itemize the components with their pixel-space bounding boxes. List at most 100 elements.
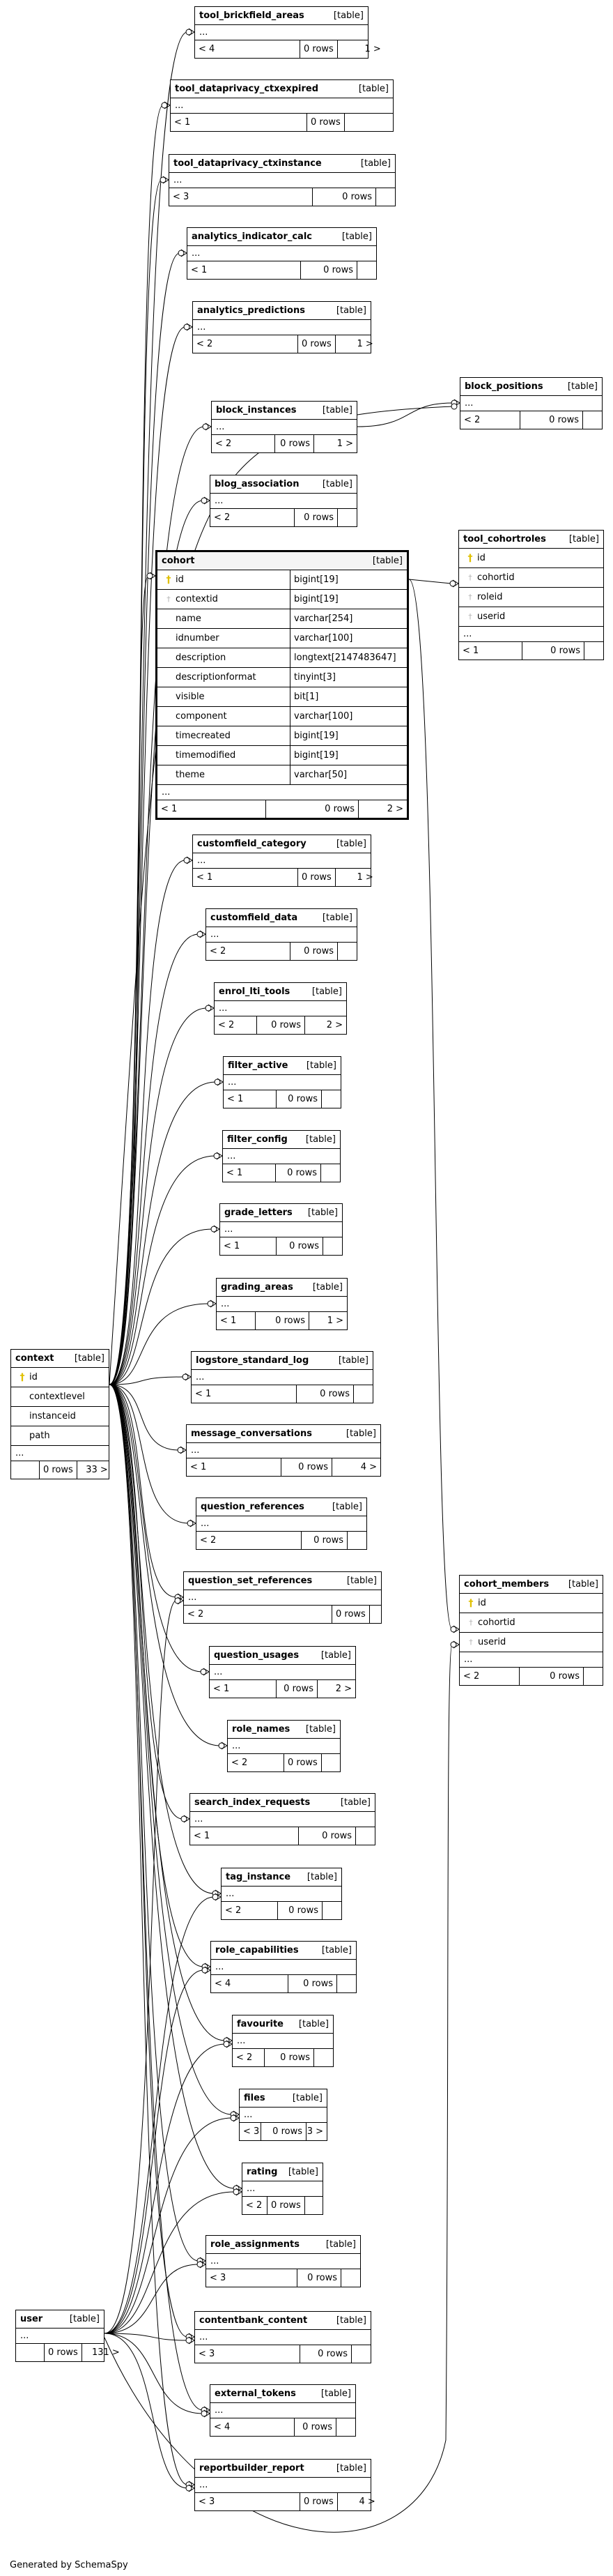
table-header[interactable]: customfield_category[table] <box>193 835 371 853</box>
table-header[interactable]: grading_areas[table] <box>217 1279 347 1297</box>
children-count[interactable] <box>337 943 357 960</box>
parents-count[interactable]: < 1 <box>161 804 178 814</box>
children-count[interactable] <box>357 261 376 279</box>
table-header[interactable]: user[table] <box>16 2310 104 2329</box>
parents-count[interactable]: < 1 <box>194 1831 210 1841</box>
table-name[interactable]: block_instances <box>216 405 297 416</box>
table-name[interactable]: filter_config <box>227 1134 288 1145</box>
parents-count[interactable]: < 4 <box>199 44 215 54</box>
table-name[interactable]: role_capabilities <box>215 1945 299 1956</box>
parents-count[interactable]: < 2 <box>218 1020 235 1030</box>
parents-count[interactable]: < 3 <box>173 192 189 202</box>
table-name[interactable]: context <box>15 1353 54 1364</box>
column-row[interactable]: †id <box>460 1594 603 1613</box>
table-header[interactable]: rating[table] <box>242 2163 323 2181</box>
table-name[interactable]: question_references <box>201 1502 304 1512</box>
table-header[interactable]: contentbank_content[table] <box>195 2312 371 2330</box>
children-count[interactable]: 1 > <box>336 40 385 58</box>
table-header[interactable]: analytics_predictions[table] <box>193 302 371 320</box>
parents-count[interactable]: < 2 <box>231 1758 248 1768</box>
table-header[interactable]: tag_instance[table] <box>222 1868 341 1887</box>
column-row[interactable]: †id <box>11 1368 109 1387</box>
parents-count[interactable] <box>16 2344 44 2361</box>
table-name[interactable]: cohort <box>162 556 195 566</box>
parents-count[interactable]: < 2 <box>246 2200 263 2211</box>
table-name[interactable]: block_positions <box>465 381 543 392</box>
children-count[interactable] <box>337 509 357 526</box>
children-count[interactable] <box>320 1754 341 1771</box>
table-tool_dataprivacy_ctxexpired[interactable]: tool_dataprivacy_ctxexpired[table]...< 1… <box>170 79 394 132</box>
parents-count[interactable]: < 2 <box>187 1609 204 1619</box>
children-count[interactable] <box>355 1827 375 1845</box>
children-count[interactable] <box>323 1237 342 1255</box>
table-name[interactable]: files <box>244 2093 265 2103</box>
parents-count[interactable]: < 2 <box>236 2052 253 2063</box>
children-count[interactable] <box>347 1532 366 1549</box>
table-header[interactable]: tool_cohortroles[table] <box>459 531 603 549</box>
parents-count[interactable]: < 1 <box>220 1316 237 1326</box>
children-count[interactable] <box>583 1668 603 1685</box>
table-header[interactable]: tool_dataprivacy_ctxinstance[table] <box>169 155 395 173</box>
table-header[interactable]: role_names[table] <box>228 1721 340 1739</box>
parents-count[interactable]: < 2 <box>225 1905 242 1916</box>
table-name[interactable]: tag_instance <box>226 1872 291 1882</box>
generated-by-credit[interactable]: Generated by SchemaSpy <box>10 2560 128 2570</box>
parents-count[interactable]: < 4 <box>214 2422 231 2432</box>
children-count[interactable]: 131 > <box>81 2344 123 2361</box>
children-count[interactable] <box>375 188 395 206</box>
table-header[interactable]: cohort[table] <box>157 552 407 570</box>
children-count[interactable] <box>336 1975 356 1992</box>
table-tool_dataprivacy_ctxinstance[interactable]: tool_dataprivacy_ctxinstance[table]...< … <box>169 154 396 206</box>
children-count[interactable] <box>351 2345 371 2363</box>
column-row[interactable]: instanceid <box>11 1407 109 1426</box>
parents-count[interactable]: < 1 <box>174 117 191 128</box>
parents-count[interactable]: < 1 <box>213 1684 230 1694</box>
table-name[interactable]: enrol_lti_tools <box>219 986 290 997</box>
table-name[interactable]: search_index_requests <box>194 1797 311 1808</box>
parents-count[interactable]: < 1 <box>191 265 208 275</box>
table-tool_cohortroles[interactable]: tool_cohortroles[table]†id†cohortid†role… <box>458 530 604 660</box>
table-header[interactable]: block_positions[table] <box>460 378 602 396</box>
children-count[interactable]: 2 > <box>317 1680 355 1698</box>
table-name[interactable]: cohort_members <box>464 1579 550 1590</box>
children-count[interactable] <box>321 1090 341 1108</box>
table-name[interactable]: reportbuilder_report <box>199 2463 304 2474</box>
table-header[interactable]: question_references[table] <box>196 1498 366 1516</box>
parents-count[interactable]: < 1 <box>227 1094 244 1104</box>
children-count[interactable] <box>353 1385 373 1403</box>
parents-count[interactable]: < 3 <box>243 2126 260 2137</box>
table-name[interactable]: tool_dataprivacy_ctxexpired <box>175 84 319 94</box>
column-row[interactable]: †id <box>459 549 603 568</box>
table-header[interactable]: block_instances[table] <box>212 402 357 420</box>
table-name[interactable]: rating <box>247 2167 278 2177</box>
parents-count[interactable]: < 3 <box>199 2497 215 2507</box>
table-header[interactable]: blog_association[table] <box>210 475 357 494</box>
children-count[interactable] <box>320 1164 340 1182</box>
table-name[interactable]: customfield_data <box>210 913 298 923</box>
table-name[interactable]: favourite <box>237 2019 284 2029</box>
parents-count[interactable]: < 1 <box>196 872 213 883</box>
